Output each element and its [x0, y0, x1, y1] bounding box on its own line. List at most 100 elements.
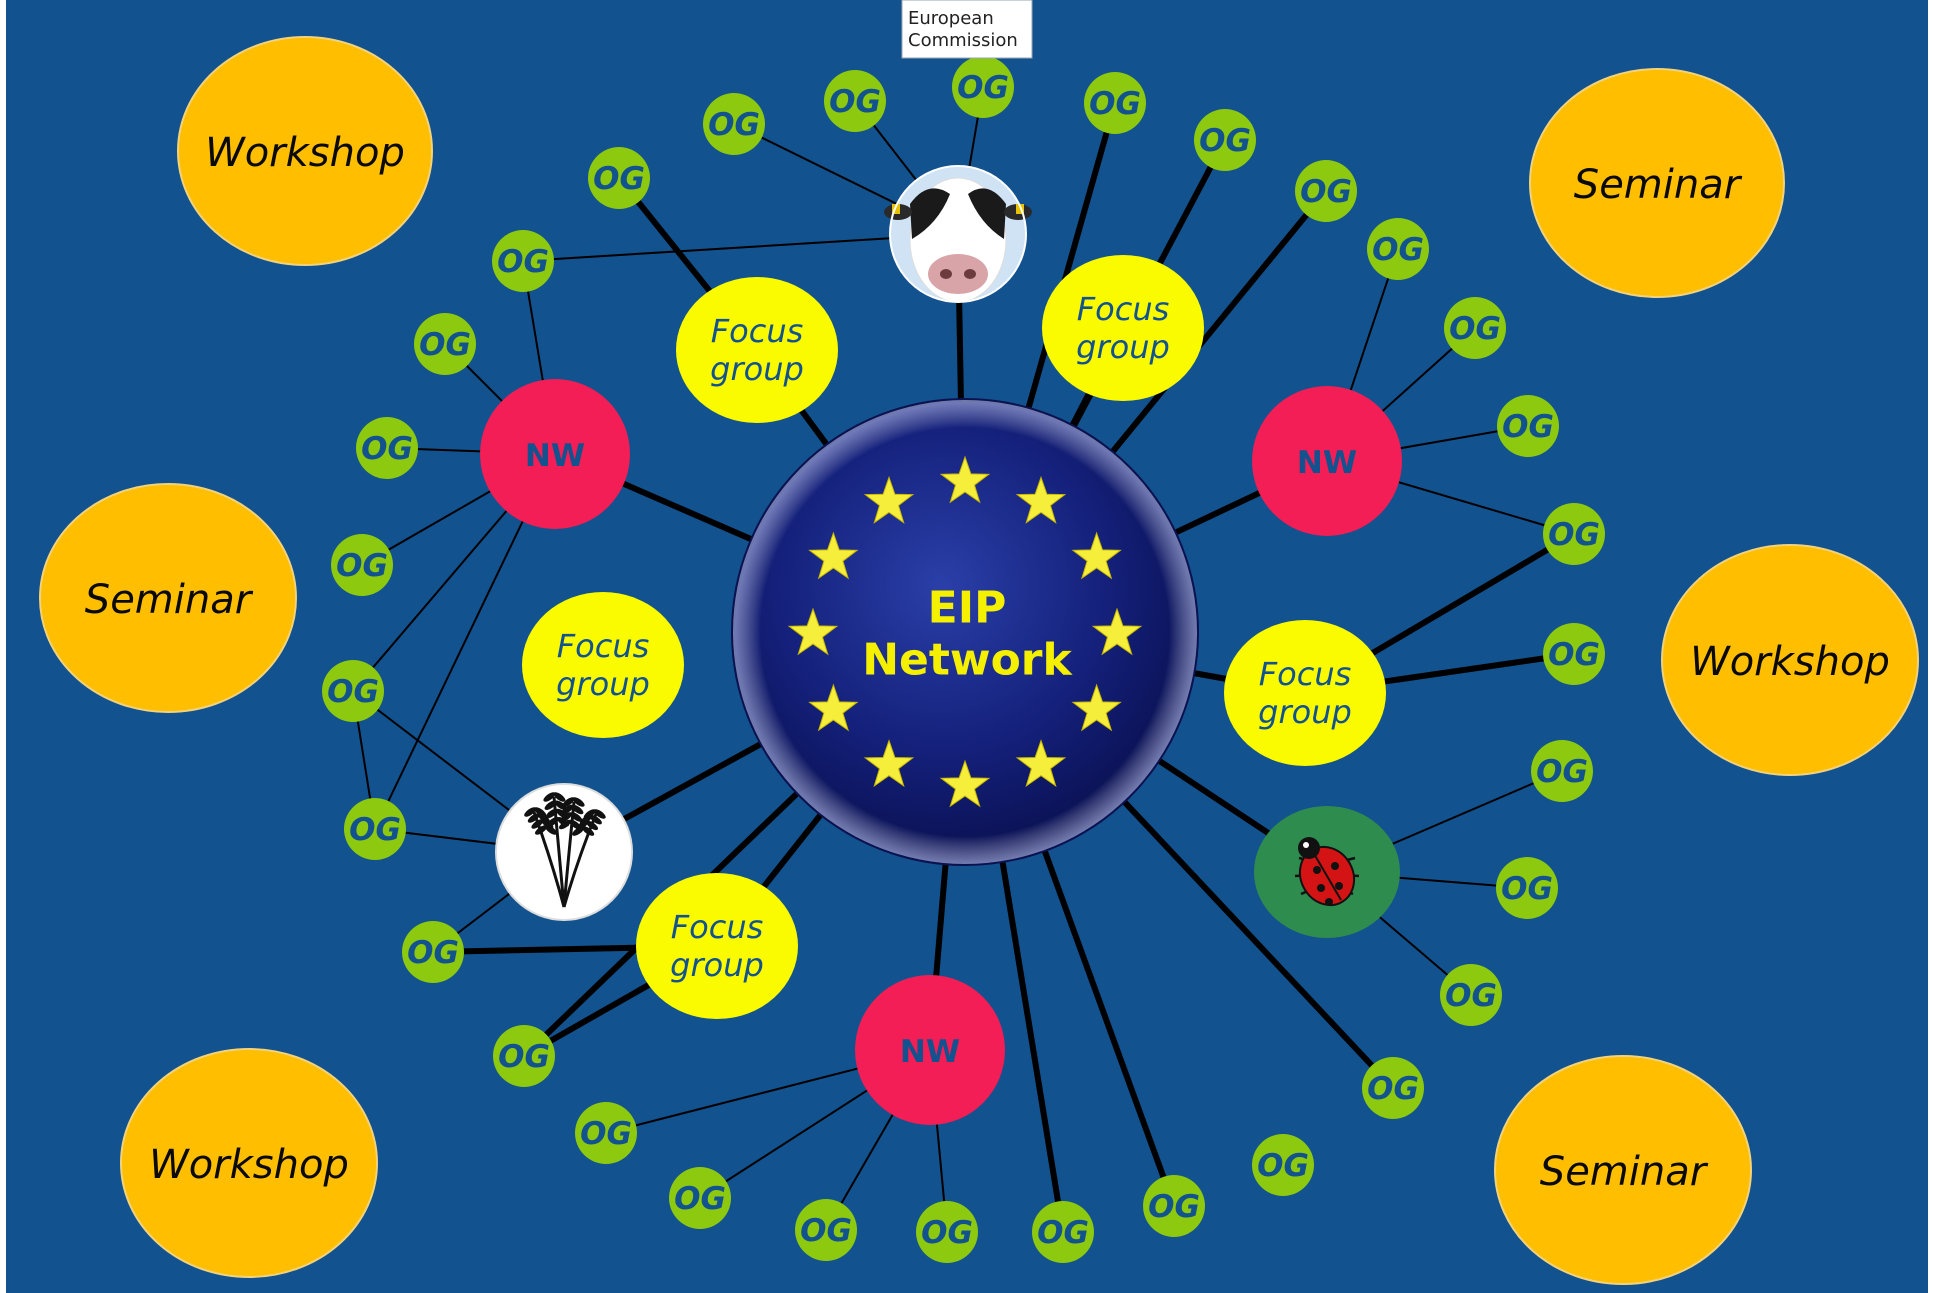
hub-rim [733, 400, 1197, 864]
focus-group-label-line2: group [1076, 328, 1170, 366]
og-node-shape [1252, 1134, 1314, 1196]
focus-group-label-line1: Focus [557, 627, 650, 665]
og-label: OG [800, 1213, 852, 1249]
og-label: OG [407, 935, 459, 971]
og-node-shape [588, 147, 650, 209]
eu-star-icon [808, 531, 859, 580]
focus-group-label-line2: group [670, 946, 764, 984]
og-label: OG [1502, 409, 1554, 445]
og-node: OG [402, 921, 464, 983]
og-node: OG [1084, 72, 1146, 134]
og-node-shape [795, 1199, 857, 1261]
og-node-shape [322, 660, 384, 722]
og-node: OG [344, 798, 406, 860]
event-bubble-shape [1494, 1055, 1752, 1285]
eu-star-icon [1091, 607, 1143, 656]
og-node: OG [1440, 964, 1502, 1026]
og-node-shape [1084, 72, 1146, 134]
eu-star-icon [863, 739, 915, 788]
og-node: OG [1444, 297, 1506, 359]
og-label: OG [1536, 754, 1588, 790]
right-border [1928, 0, 1933, 1293]
og-node: OG [1496, 857, 1558, 919]
og-node: OG [588, 147, 650, 209]
focus-group-label-line1: Focus [1077, 290, 1170, 328]
og-node: OG [1362, 1057, 1424, 1119]
og-label: OG [1257, 1148, 1309, 1184]
eu-star-icon [1015, 475, 1067, 524]
og-node: OG [331, 534, 393, 596]
og-node-shape [1543, 503, 1605, 565]
og-node: OG [493, 1025, 555, 1087]
og-label: OG [593, 161, 645, 197]
seminar-bubble: Seminar [1494, 1055, 1752, 1285]
og-node: OG [1252, 1134, 1314, 1196]
event-bubble-shape [39, 483, 297, 713]
nw-label: NW [900, 1034, 960, 1070]
og-node-shape [1440, 964, 1502, 1026]
og-node-shape [1367, 218, 1429, 280]
og-label: OG [829, 84, 881, 120]
og-label: OG [336, 548, 388, 584]
focus-group-label-line1: Focus [671, 908, 764, 946]
focus-group-shape [636, 873, 798, 1019]
event-bubble-shape [1661, 544, 1919, 776]
og-node-shape [916, 1201, 978, 1263]
nw-node-shape [480, 379, 630, 529]
og-label: OG [1372, 232, 1424, 268]
og-node: OG [669, 1167, 731, 1229]
og-node-shape [1531, 740, 1593, 802]
og-node-shape [344, 798, 406, 860]
og-label: OG [1148, 1189, 1200, 1225]
og-node-shape [402, 921, 464, 983]
og-node-shape [414, 313, 476, 375]
event-bubble-shape [1529, 68, 1785, 298]
og-node: OG [492, 230, 554, 292]
focus-group-label-line1: Focus [1259, 655, 1352, 693]
nw-label: NW [525, 438, 585, 474]
og-node-shape [1295, 160, 1357, 222]
og-node-shape [493, 1025, 555, 1087]
og-node-shape [669, 1167, 731, 1229]
focus-group-label-line2: group [710, 350, 804, 388]
european-commission-logo: European Commission [901, 0, 1033, 59]
nw-label: NW [1297, 445, 1357, 481]
og-label: OG [327, 674, 379, 710]
eu-star-icon [1071, 531, 1122, 580]
og-label: OG [349, 812, 401, 848]
og-node-shape [1496, 857, 1558, 919]
og-node-shape [952, 56, 1014, 118]
og-label: OG [1548, 517, 1600, 553]
og-label: OG [921, 1215, 973, 1251]
og-node: OG [356, 417, 418, 479]
og-node: OG [795, 1199, 857, 1261]
eu-star-icon [1071, 683, 1122, 732]
og-label: OG [1367, 1071, 1419, 1107]
og-node-shape [492, 230, 554, 292]
workshop-label: Workshop [1690, 639, 1890, 685]
hub-title-line1: EIP [928, 583, 1007, 634]
og-node: OG [824, 70, 886, 132]
ladybug-icon [1254, 806, 1400, 938]
eu-star-icon [808, 683, 859, 732]
og-node: OG [952, 56, 1014, 118]
og-node: OG [1194, 109, 1256, 171]
focus-group-label-line2: group [556, 665, 650, 703]
og-node-shape [1194, 109, 1256, 171]
og-label: OG [1501, 871, 1553, 907]
og-label: OG [361, 431, 413, 467]
focus-group-shape [1042, 255, 1204, 401]
hub-title-line2: Network [862, 635, 1073, 686]
og-label: OG [708, 107, 760, 143]
og-label: OG [1445, 978, 1497, 1014]
nw-node-shape [855, 975, 1005, 1125]
og-node: OG [1531, 740, 1593, 802]
focus-group-label-line2: group [1258, 693, 1352, 731]
eu-star-icon [939, 455, 991, 504]
eu-star-icon [1015, 739, 1067, 788]
focus-group-label-line1: Focus [711, 312, 804, 350]
